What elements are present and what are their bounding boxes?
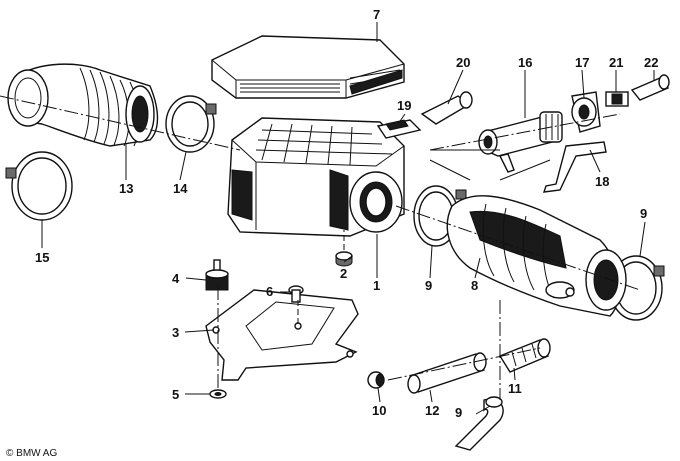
mounting-plate-part	[205, 289, 359, 381]
washer-part	[209, 389, 227, 399]
filter-lid-part	[211, 35, 405, 99]
callout-11: 10	[372, 403, 386, 418]
copyright-text: © BMW AG	[6, 448, 57, 459]
callout-1: 1	[373, 278, 380, 293]
hose-12-part	[498, 338, 551, 373]
intake-boot-part	[7, 63, 159, 147]
callout-3: 3	[172, 325, 179, 340]
hose-10-part	[454, 396, 504, 451]
callout-10: 9	[455, 405, 462, 420]
leader-lines	[41, 22, 655, 415]
connector-plug-part	[376, 119, 422, 139]
rubber-cap-part	[420, 91, 473, 125]
callout-14: 13	[119, 181, 133, 196]
callout-5: 5	[172, 387, 179, 402]
callout-15: 14	[173, 181, 188, 196]
callout-18: 17	[575, 55, 589, 70]
filter-housing-part	[227, 117, 405, 237]
hose-clip-part	[367, 371, 385, 389]
callout-8: 8	[471, 278, 478, 293]
grommet-23-part	[630, 74, 670, 101]
callout-7: 7	[373, 7, 380, 22]
hose-clamp-16-part	[5, 151, 73, 221]
hose-clamp-15-part	[165, 95, 217, 153]
intake-duct-part	[446, 195, 627, 317]
callout-21: 20	[456, 55, 470, 70]
callout-19: 18	[595, 174, 609, 189]
rubber-buffer-part	[335, 251, 353, 267]
callout-12: 11	[508, 381, 522, 396]
callout-9b: 9	[640, 206, 647, 221]
callout-23: 22	[644, 55, 658, 70]
assembly-lines	[0, 95, 641, 400]
rubber-mount-part	[205, 259, 229, 291]
mount-bracket-part	[542, 141, 607, 193]
callout-20: 19	[397, 98, 411, 113]
valve-bracket-part	[571, 91, 601, 133]
callout-22: 21	[609, 55, 623, 70]
callout-13: 12	[425, 403, 439, 418]
callout-2: 2	[340, 266, 347, 281]
callout-17: 16	[518, 55, 532, 70]
connector-22-part	[605, 91, 629, 107]
callout-9a: 9	[425, 278, 432, 293]
bolt-part	[288, 285, 304, 303]
idle-valve-part	[478, 111, 563, 173]
callout-16: 15	[35, 250, 49, 265]
callout-4: 4	[172, 271, 180, 286]
callout-6: 6	[266, 284, 273, 299]
callout-labels: 7 20 16 17 21 22 19 18 13 14 15 9 2 1 9 …	[6, 7, 658, 459]
